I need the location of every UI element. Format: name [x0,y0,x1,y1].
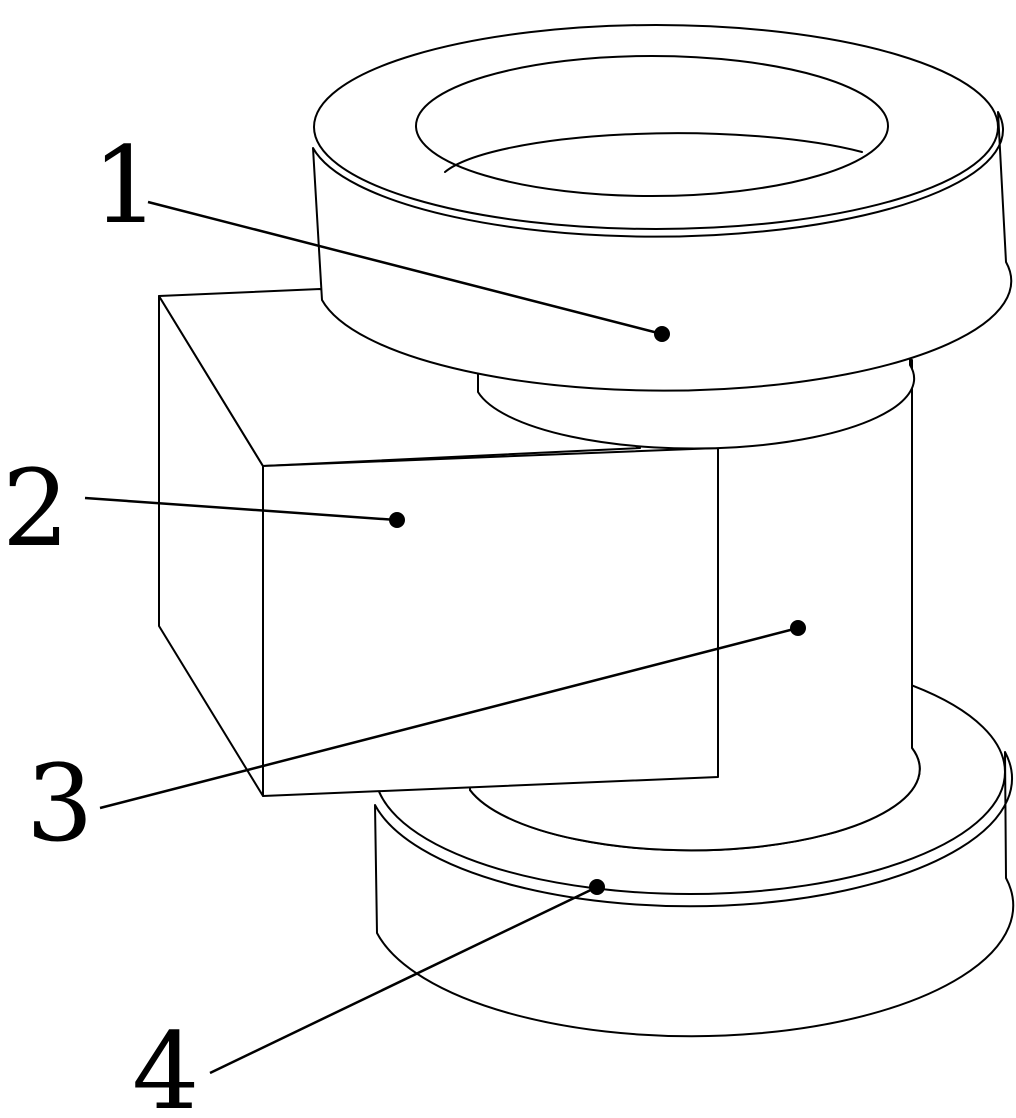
callout-label-3: 3 [26,742,93,865]
leader-1 [147,200,663,336]
lower-ring-body [374,751,1015,1038]
upper-ring-bore [415,55,889,197]
upper-ring-body [312,111,1013,392]
leaders [84,200,806,1075]
leader-2-dot [389,512,405,528]
leader-2 [84,496,398,522]
leader-3-dot [790,620,806,636]
callout-labels: 1 2 3 4 [2,124,199,1118]
upper-ring [312,24,1013,450]
callout-label-4: 4 [132,1010,199,1118]
leader-3 [99,626,799,810]
leader-4 [209,885,598,1075]
callout-label-2: 2 [2,447,69,570]
leader-4-dot [589,879,605,895]
callout-label-1: 1 [92,124,159,247]
leader-1-dot [654,326,670,342]
upper-ring-bore-inner-edge [444,132,863,173]
block-front-face [262,447,719,797]
